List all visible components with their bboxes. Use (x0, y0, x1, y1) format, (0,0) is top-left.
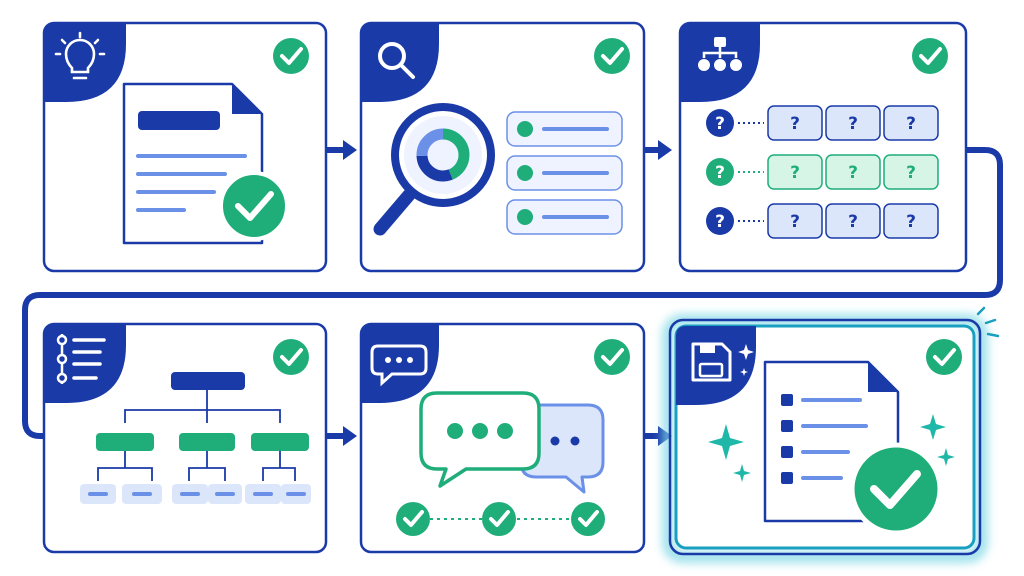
save-sparkle-icon (691, 342, 754, 382)
question-cell (825, 154, 881, 190)
checklist-document (763, 360, 943, 536)
agreement-steps (396, 502, 605, 536)
question-cell (825, 203, 881, 239)
question-circle (706, 207, 734, 235)
arrowhead-4 (343, 426, 357, 446)
question-mark: ? (715, 114, 725, 134)
question-cell-mark: ? (848, 114, 858, 134)
question-cell (825, 105, 881, 141)
panel-search-analyze (359, 21, 646, 273)
result-list (506, 111, 623, 235)
question-cell (767, 105, 823, 141)
question-cell-mark: ? (906, 212, 916, 232)
check-icon (482, 502, 516, 536)
check-icon (396, 502, 430, 536)
question-cell (767, 203, 823, 239)
question-cell (883, 105, 939, 141)
question-cell-mark: ? (790, 114, 800, 134)
question-row: ???? (706, 105, 939, 141)
chat-bubble-icon (370, 344, 428, 387)
question-cell-mark: ? (790, 163, 800, 183)
tree-illustration (80, 372, 311, 504)
question-circle (706, 109, 734, 137)
arrowhead-1 (343, 140, 357, 160)
check-icon (594, 339, 630, 375)
question-cell-mark: ? (790, 212, 800, 232)
panel-save-final (663, 306, 1000, 562)
check-icon (912, 38, 948, 74)
question-cell (883, 203, 939, 239)
arrowhead-2 (658, 140, 672, 160)
magnifier-analysis-illustration (373, 103, 495, 236)
check-icon (594, 38, 630, 74)
question-cell-mark: ? (906, 114, 916, 134)
connector-lines (22, 147, 1003, 439)
document-check-icon (849, 442, 943, 536)
hierarchy-icon (698, 37, 742, 71)
question-cell-mark: ? (848, 212, 858, 232)
conversation-illustration (419, 391, 605, 494)
check-icon (926, 339, 962, 375)
sparkle-icons (708, 414, 955, 482)
check-icon (273, 38, 309, 74)
question-cell (767, 154, 823, 190)
question-row: ???? (706, 154, 939, 190)
panel-discussion (359, 322, 646, 554)
connector-panel3-panel4 (22, 147, 1003, 439)
question-circle (706, 158, 734, 186)
question-mark: ? (715, 163, 725, 183)
lightbulb-icon (54, 31, 106, 80)
burst-lines (976, 306, 1000, 338)
question-matrix: ???????????? (706, 105, 939, 239)
check-icon (273, 339, 309, 375)
check-icon (571, 502, 605, 536)
panel-structure-tree (42, 322, 328, 554)
magnifier-icon (378, 42, 415, 79)
document-illustration (122, 82, 289, 245)
panel-questions-matrix: ???????????? (678, 21, 968, 273)
question-mark: ? (715, 212, 725, 232)
document-check-icon (219, 171, 289, 241)
question-row: ???? (706, 203, 939, 239)
question-cell-mark: ? (906, 163, 916, 183)
question-cell (883, 154, 939, 190)
list-settings-icon (56, 334, 106, 384)
panel-idea-document (42, 21, 328, 273)
question-cell-mark: ? (848, 163, 858, 183)
